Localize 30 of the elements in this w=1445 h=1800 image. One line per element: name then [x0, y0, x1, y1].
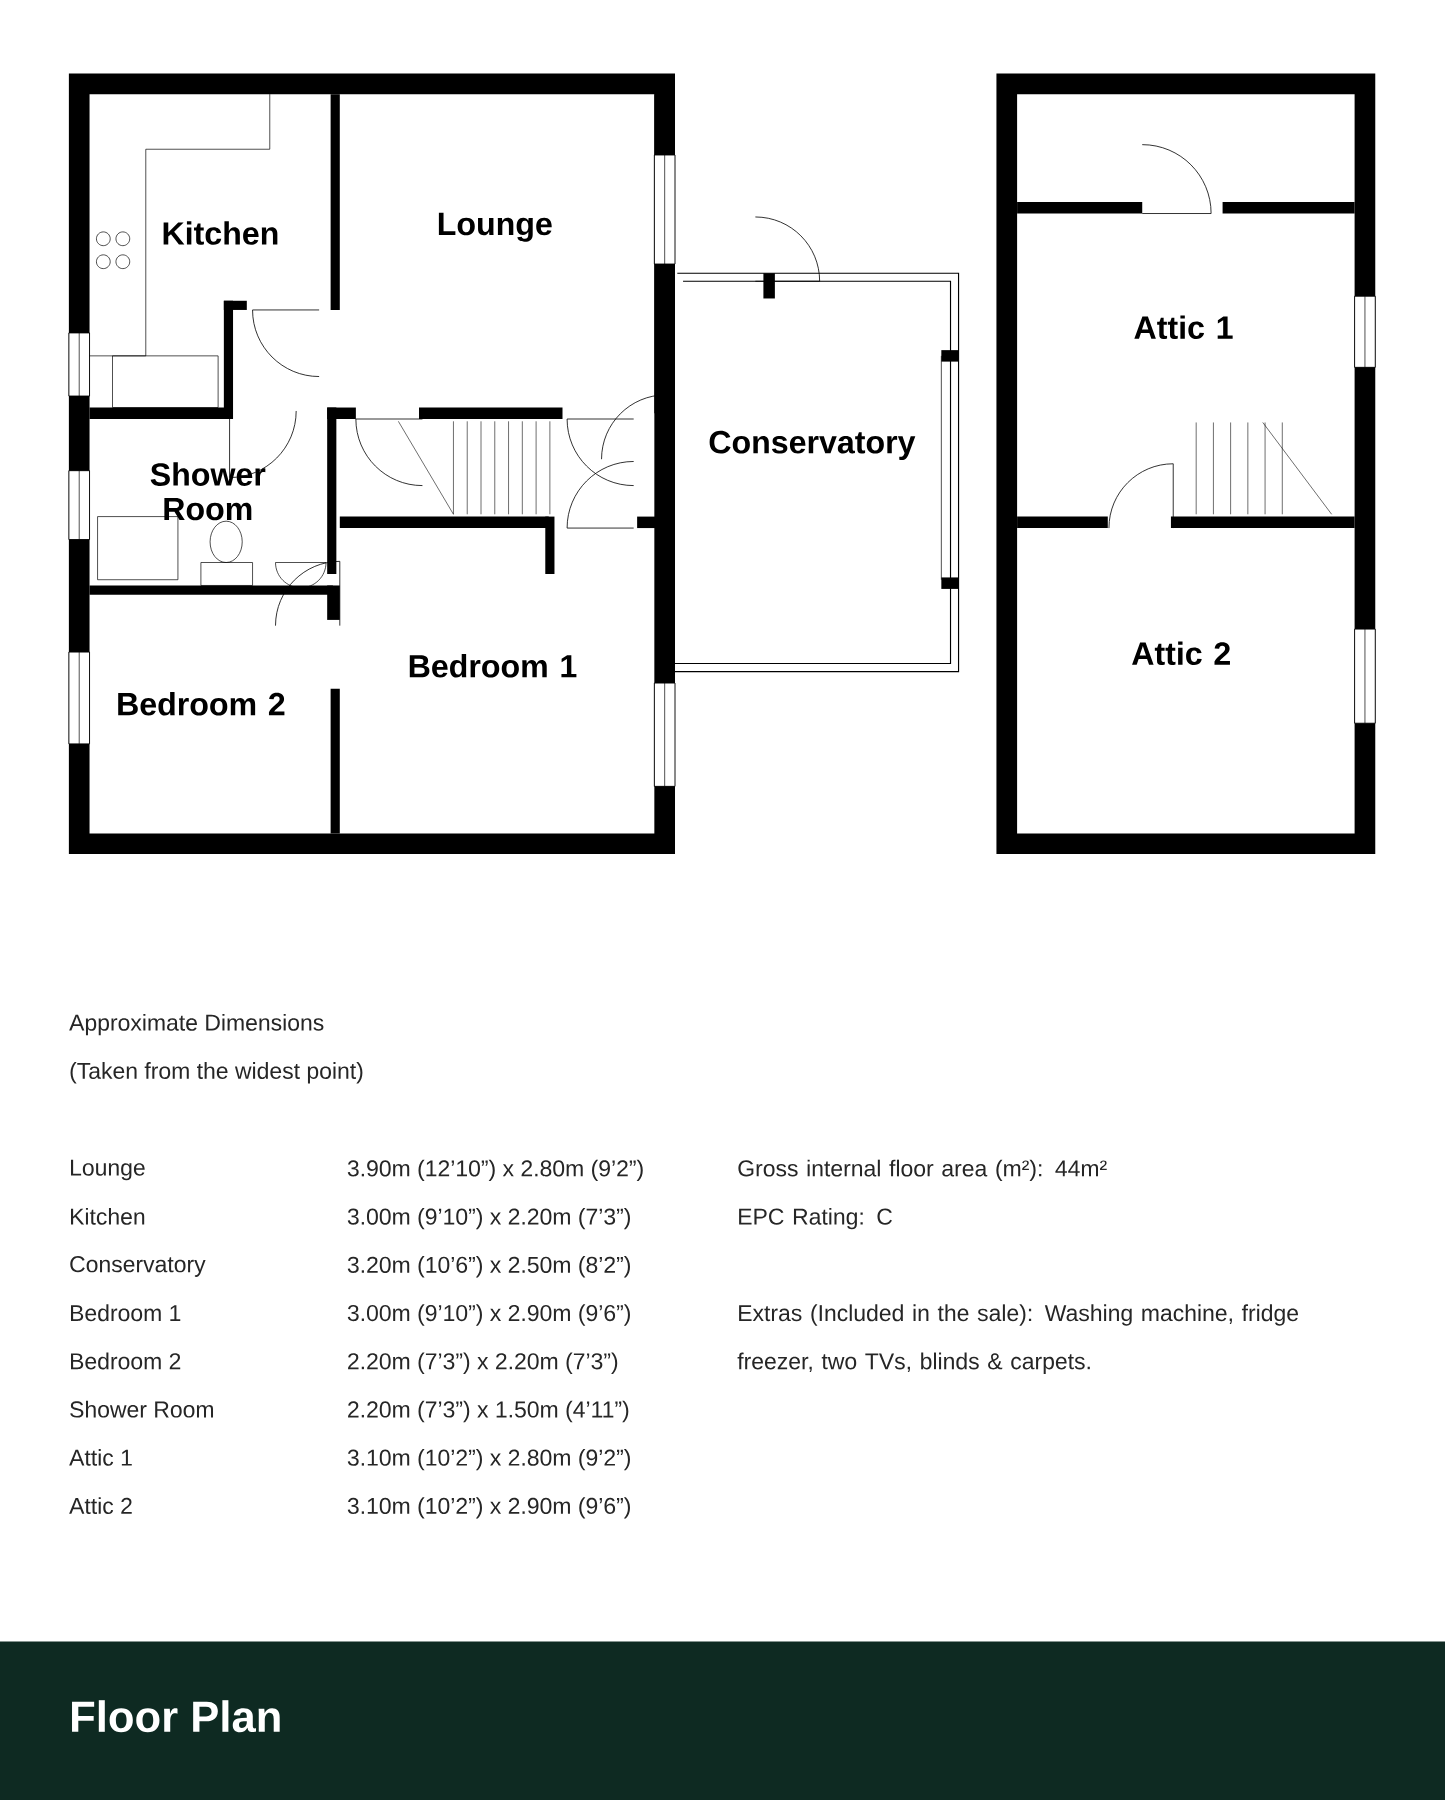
- dimension-text: Conservatory: [70, 1256, 206, 1277]
- dimension-text: Kitchen: [70, 1207, 145, 1225]
- room-label: Attic 1: [1134, 315, 1233, 339]
- dimension-text: Extras (Included in the sale): Washing machine, fridge freezer, two TVs, blinds & carpets.: [737, 1304, 1298, 1374]
- dimension-text: 2.20m (7’3”) x 2.20m (7’3”): [347, 1352, 618, 1374]
- dimension-text: Attic 2: [69, 1497, 132, 1515]
- dimension-text: Bedroom 2: [70, 1352, 181, 1370]
- dimension-text: Gross internal floor area (m²): 44m²: [738, 1159, 1107, 1182]
- room-label: Kitchen: [163, 221, 278, 245]
- dimension-text: Shower Room: [70, 1400, 213, 1418]
- dimension-text: 3.10m (10’2”) x 2.90m (9’6”): [347, 1497, 630, 1519]
- dimension-text: Approximate Dimensions: [69, 1013, 324, 1036]
- dimension-text: 2.20m (7’3”) x 1.50m (4’11”): [347, 1400, 629, 1423]
- room-label: Conservatory: [709, 430, 916, 460]
- dimension-text: (Taken from the widest point): [70, 1062, 363, 1084]
- dimension-text: 3.00m (9’10”) x 2.20m (7’3”): [347, 1207, 630, 1230]
- room-label: Bedroom 2: [118, 691, 285, 716]
- dimension-text: Attic 1: [69, 1448, 132, 1466]
- dimension-text: Lounge: [70, 1159, 145, 1181]
- room-label: Shower Room: [150, 462, 266, 521]
- room-label: Lounge: [438, 212, 552, 242]
- dimension-text: 3.00m (9’10”) x 2.90m (9’6”): [347, 1304, 630, 1326]
- dimension-text: 3.10m (10’2”) x 2.80m (9’2”): [347, 1448, 630, 1471]
- dimension-text: 3.90m (12’10”) x 2.80m (9’2”): [347, 1159, 643, 1182]
- room-label: Bedroom 1: [409, 654, 577, 678]
- dimension-text: Bedroom 1: [70, 1304, 181, 1322]
- title: Floor Plan: [71, 1700, 280, 1733]
- room-label: Attic 2: [1131, 641, 1230, 665]
- dimension-text: EPC Rating: C: [739, 1207, 892, 1230]
- dimension-text: 3.20m (10’6”) x 2.50m (8’2”): [347, 1256, 630, 1278]
